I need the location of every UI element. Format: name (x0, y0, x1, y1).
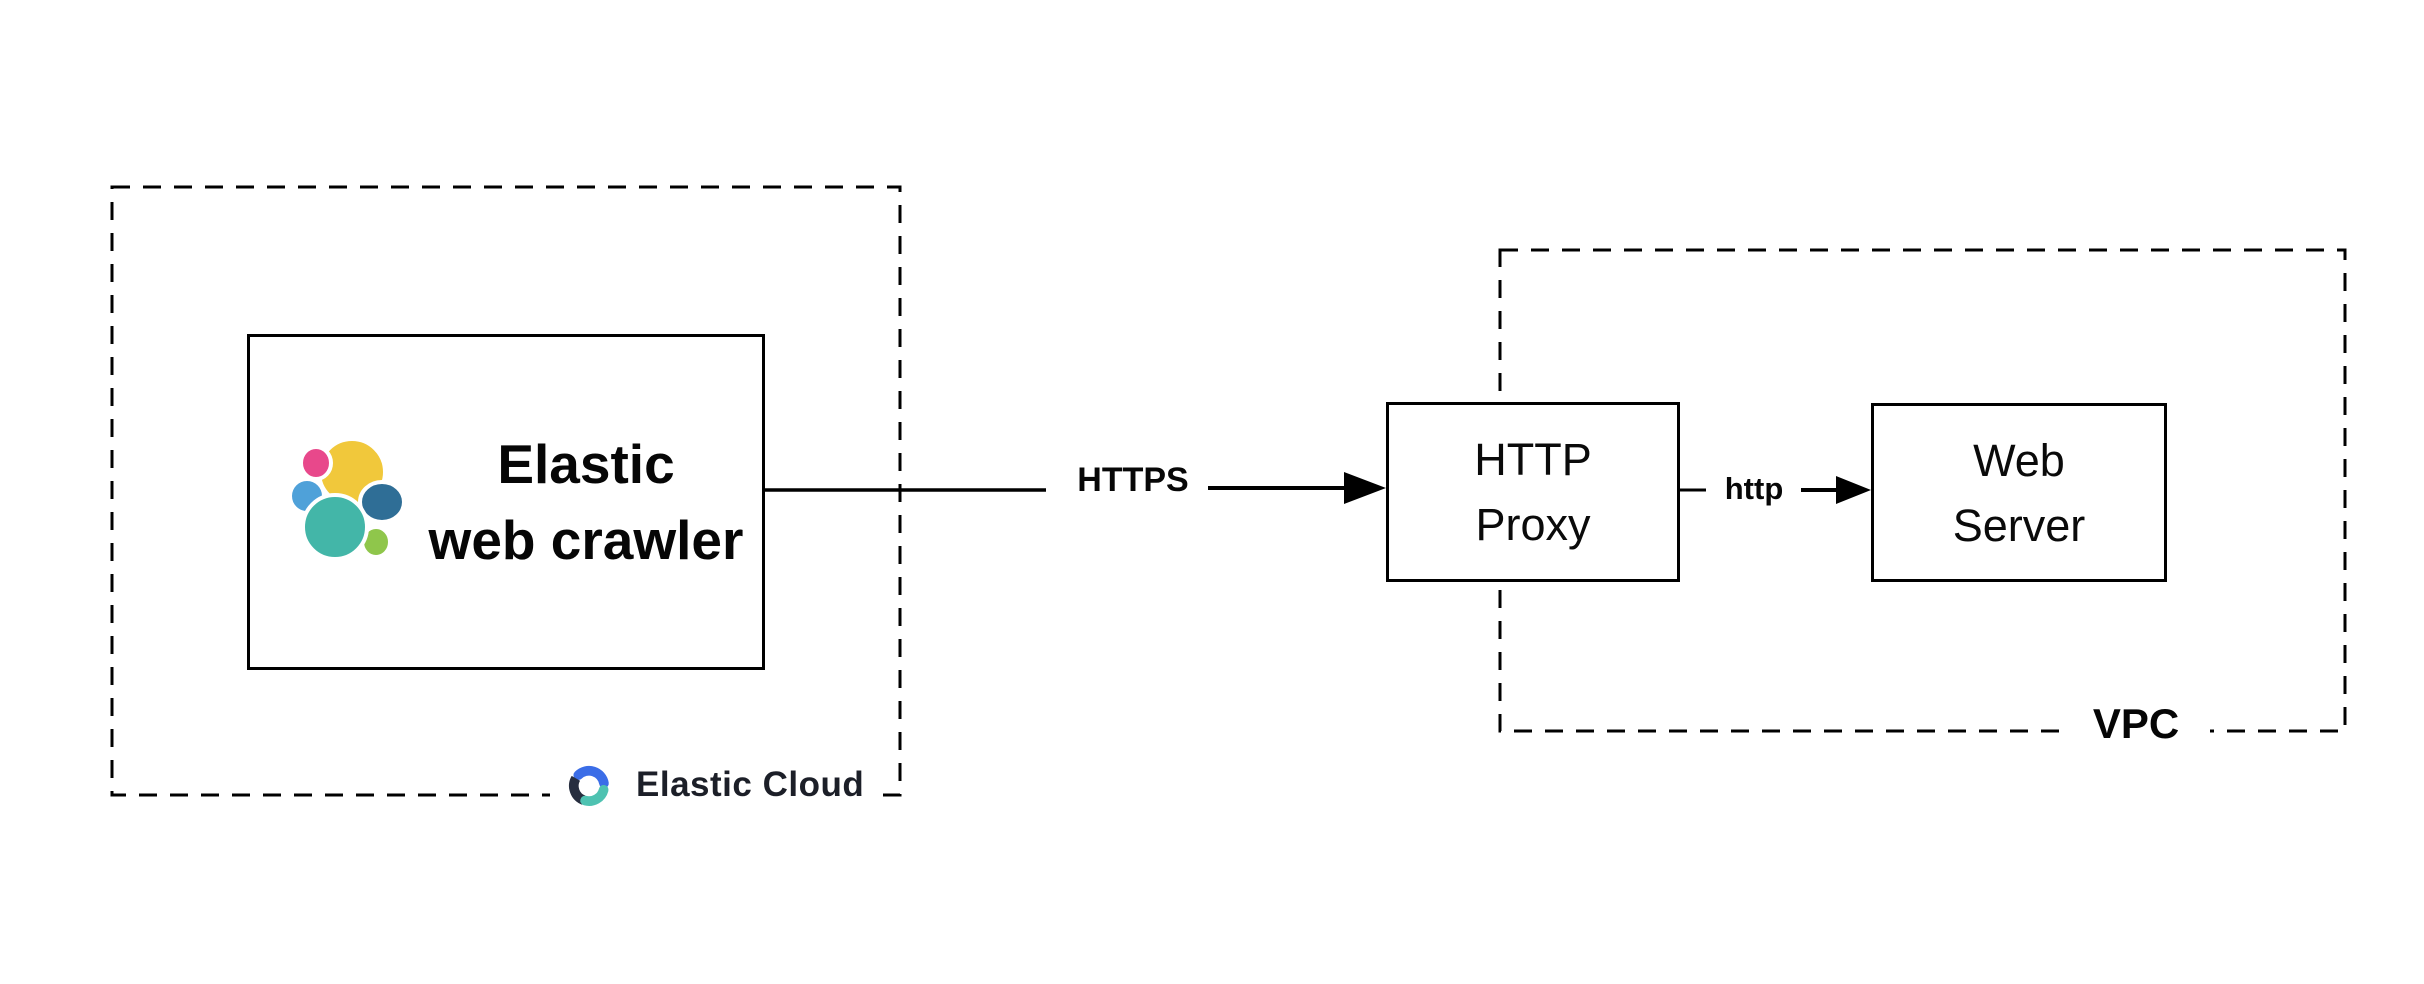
elastic-cloud-badge: Elastic Cloud (550, 752, 881, 818)
web-server-label: Web Server (1953, 428, 2086, 558)
elastic-cloud-label: Elastic Cloud (636, 765, 865, 804)
elasticsearch-logo-icon (290, 438, 406, 561)
arrowhead-to-server (1836, 476, 1871, 504)
elastic-cloud-logo-icon (569, 765, 609, 806)
arrowhead-to-proxy (1344, 472, 1386, 504)
web-server-label-line1: Web (1973, 434, 2065, 486)
http-proxy-label-line1: HTTP (1474, 434, 1592, 485)
edge-label-http: http (1724, 471, 1784, 506)
http-proxy-label: HTTP Proxy (1474, 427, 1592, 557)
node-elastic-web-crawler: Elastic web crawler (247, 334, 765, 670)
node-web-server: Web Server (1871, 403, 2167, 582)
web-server-label-line2: Server (1952, 499, 2086, 551)
edge-label-https: HTTPS (1077, 461, 1189, 499)
crawler-label-line2: web crawler (428, 509, 744, 571)
node-http-proxy: HTTP Proxy (1386, 402, 1680, 582)
vpc-boundary (1498, 248, 2347, 733)
vpc-group-label: VPC (2062, 698, 2210, 750)
http-proxy-label-line2: Proxy (1475, 499, 1591, 550)
crawler-label: Elastic web crawler (410, 426, 762, 578)
crawler-label-line1: Elastic (497, 433, 675, 495)
